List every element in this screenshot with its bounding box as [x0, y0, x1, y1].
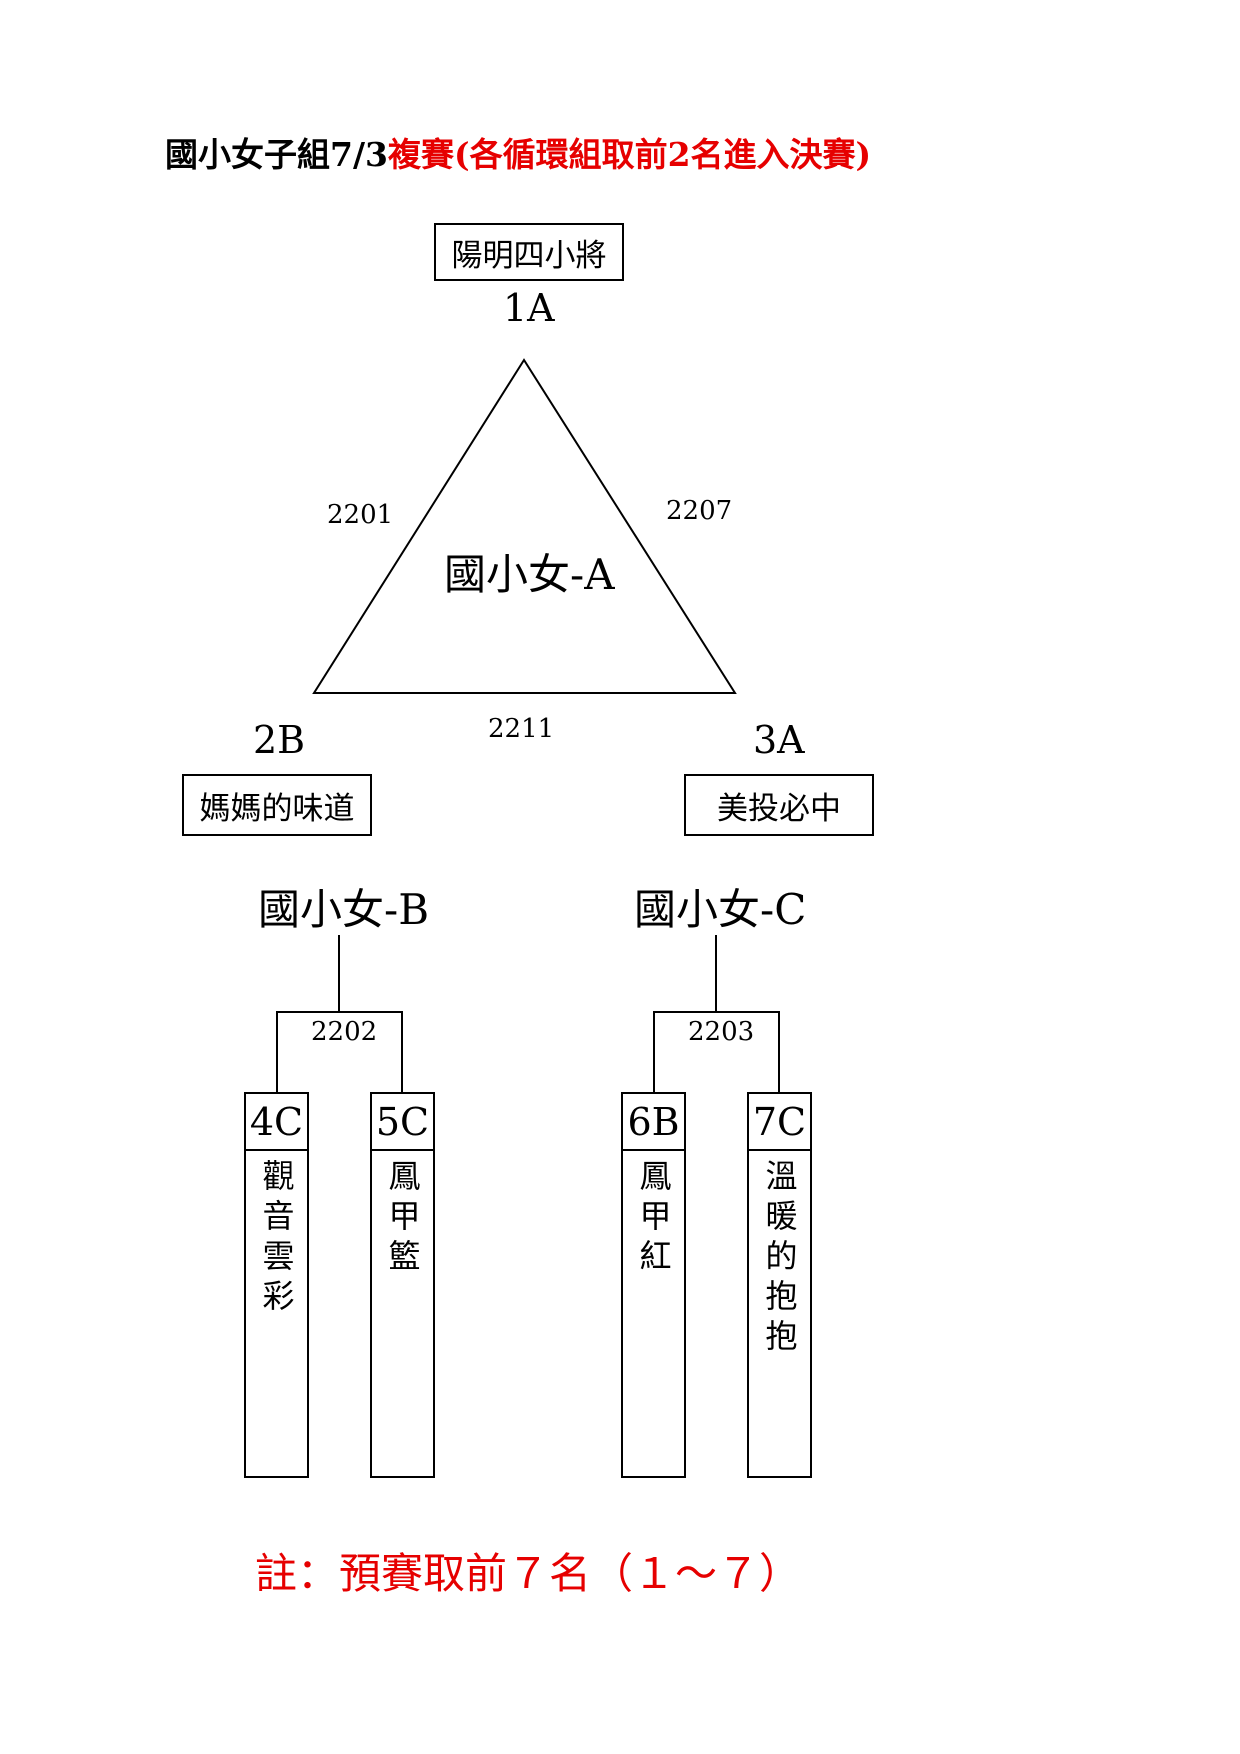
seed-2b: 2B — [253, 718, 306, 762]
title-main: 國小女子組7/3 — [165, 135, 388, 174]
team-column-6b: 6B 鳳甲紅 — [621, 1092, 686, 1478]
match-2207: 2207 — [666, 496, 733, 526]
seed-3a: 3A — [753, 718, 805, 762]
team-name-5c: 鳳甲籃 — [383, 1159, 422, 1279]
team-name-1a: 陽明四小將 — [451, 237, 607, 274]
group-a-triangle — [312, 358, 737, 694]
seed-6b: 6B — [623, 1094, 684, 1151]
group-a-label: 國小女-A — [444, 550, 615, 599]
group-c-label: 國小女-C — [634, 885, 807, 934]
page-title: 國小女子組7/3複賽(各循環組取前2名進入決賽) — [165, 128, 871, 176]
footnote: 註：預賽取前７名（１～７） — [255, 1549, 802, 1598]
team-column-5c: 5C 鳳甲籃 — [370, 1092, 435, 1478]
team-name-6b: 鳳甲紅 — [634, 1159, 673, 1279]
group-b-label: 國小女-B — [258, 885, 430, 934]
title-subtitle: 複賽(各循環組取前2名進入決賽) — [387, 135, 872, 174]
seed-7c: 7C — [749, 1094, 810, 1151]
match-2211: 2211 — [488, 714, 555, 744]
team-box-2b: 媽媽的味道 — [182, 774, 372, 836]
team-name-3a: 美投必中 — [717, 790, 841, 827]
seed-5c: 5C — [372, 1094, 433, 1151]
team-box-1a: 陽明四小將 — [434, 223, 624, 281]
team-name-7c: 溫暖的抱抱 — [760, 1159, 799, 1359]
team-box-3a: 美投必中 — [684, 774, 874, 836]
team-name-2b: 媽媽的味道 — [199, 790, 355, 827]
seed-1a: 1A — [503, 286, 555, 330]
match-2203: 2203 — [688, 1017, 755, 1047]
team-column-4c: 4C 觀音雲彩 — [244, 1092, 309, 1478]
team-name-4c: 觀音雲彩 — [257, 1159, 296, 1319]
team-column-7c: 7C 溫暖的抱抱 — [747, 1092, 812, 1478]
match-2202: 2202 — [311, 1017, 378, 1047]
seed-4c: 4C — [246, 1094, 307, 1151]
match-2201: 2201 — [327, 500, 394, 530]
